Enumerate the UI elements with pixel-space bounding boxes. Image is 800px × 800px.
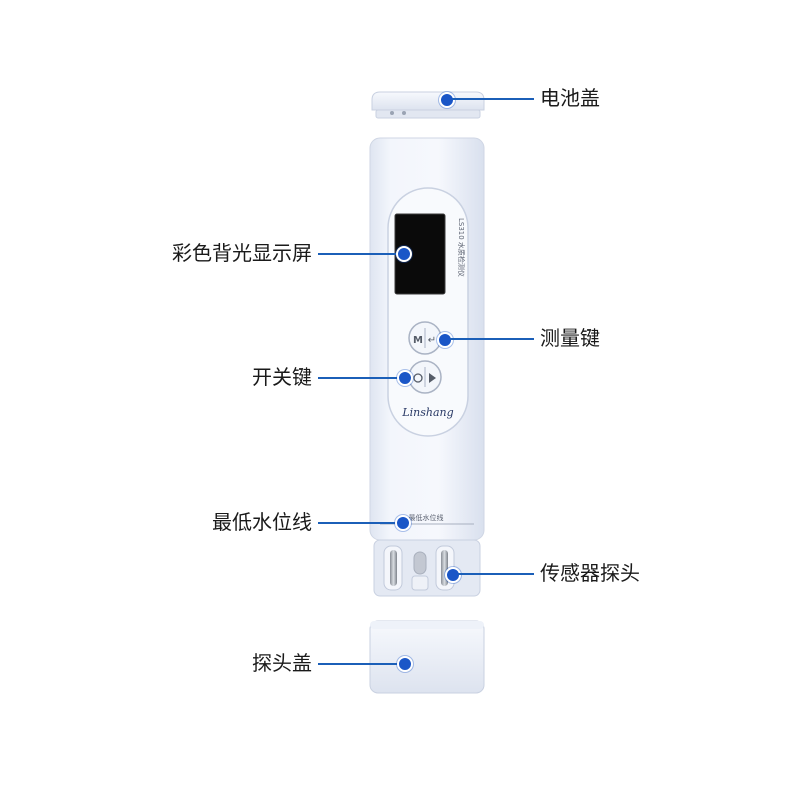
probe-cover-dot xyxy=(397,656,413,672)
battery-cover-dot xyxy=(439,92,455,108)
sensor-probe-dot xyxy=(445,567,461,583)
svg-text:M: M xyxy=(413,335,423,346)
power-key-leader xyxy=(318,377,398,379)
min-waterline-dot xyxy=(395,515,411,531)
power-key-label: 开关键 xyxy=(252,365,312,389)
measure-key-label: 测量键 xyxy=(540,326,600,350)
measure-key-leader xyxy=(450,338,534,340)
waterline-text: 最低水位线 xyxy=(409,513,444,522)
min-waterline-label: 最低水位线 xyxy=(212,510,312,534)
power-key-dot xyxy=(397,370,413,386)
probe-cover-label: 探头盖 xyxy=(252,651,312,675)
model-text: LS310 水质检测仪 xyxy=(457,218,466,277)
color-display-dot xyxy=(396,246,412,262)
sensor-probe-label: 传感器探头 xyxy=(540,561,640,585)
probe-section xyxy=(373,539,481,597)
power-button-part xyxy=(408,360,442,394)
battery-cover-part xyxy=(371,91,485,119)
probe-cover-part xyxy=(369,620,485,694)
min-waterline-leader xyxy=(318,522,396,524)
brand-logo-text: Linshang xyxy=(401,406,453,419)
color-display-label: 彩色背光显示屏 xyxy=(172,241,312,265)
probe-cover-leader xyxy=(318,663,398,665)
battery-cover-label: 电池盖 xyxy=(540,86,600,110)
svg-text:↵: ↵ xyxy=(428,335,436,346)
color-display-leader xyxy=(318,253,396,255)
measure-button-part: M ↵ xyxy=(408,321,442,355)
sensor-probe-leader xyxy=(458,573,534,575)
battery-cover-leader xyxy=(452,98,534,100)
measure-key-dot xyxy=(437,332,453,348)
